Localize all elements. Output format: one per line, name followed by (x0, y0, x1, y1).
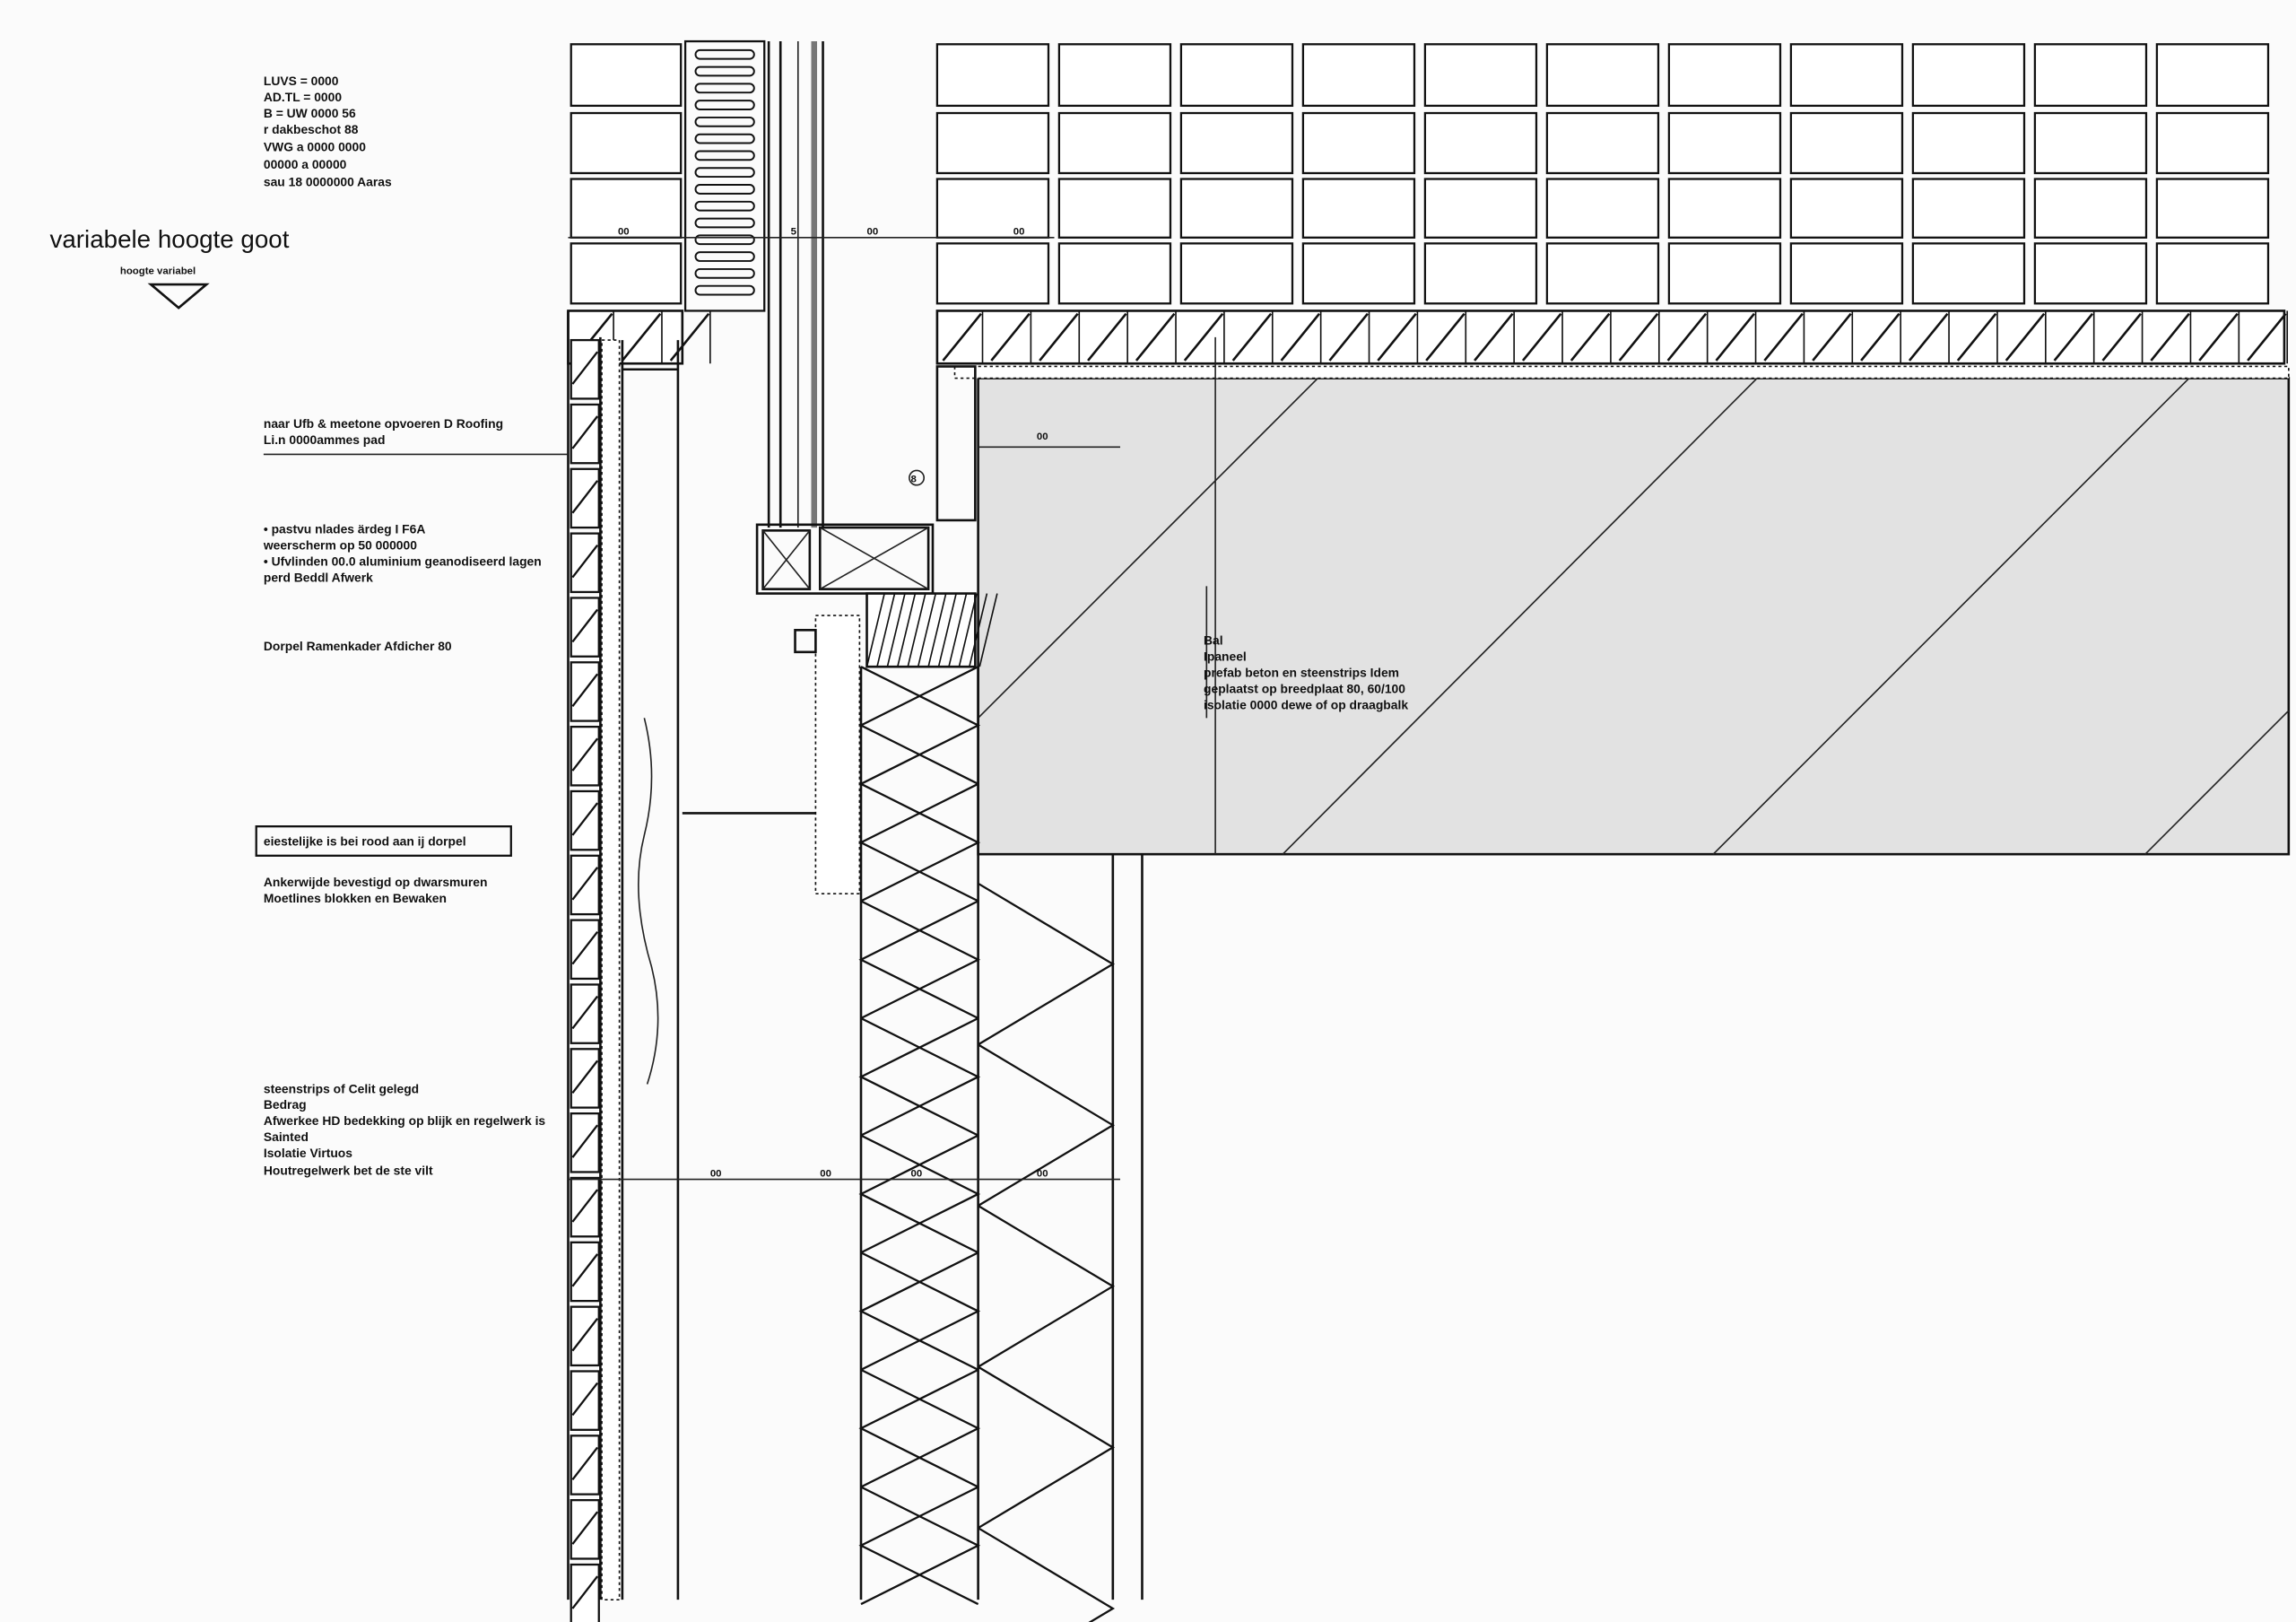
svg-text:B = UW 0000 56: B = UW 0000 56 (264, 106, 356, 120)
annotation-2: • pastvu nlades ärdeg I F6A weerscherm o… (263, 522, 542, 585)
dim-label: 00 (911, 1168, 923, 1179)
svg-text:• pastvu nlades ärdeg I F6A: • pastvu nlades ärdeg I F6A (264, 522, 425, 536)
svg-text:prefab beton en steenstrips Id: prefab beton en steenstrips Idem (1204, 666, 1399, 680)
facade-panel-grid-left (570, 43, 683, 305)
drawing-title: variabele hoogte goot (50, 225, 290, 253)
annotation-6: steenstrips of Celit gelegd Bedrag Afwer… (264, 1081, 546, 1177)
svg-text:eiestelijke is bei rood aan ij: eiestelijke is bei rood aan ij dorpel (264, 833, 466, 848)
svg-text:Isolatie Virtuos: Isolatie Virtuos (264, 1146, 352, 1160)
svg-text:sau 18 0000000 Aaras: sau 18 0000000 Aaras (264, 175, 392, 189)
dim-label: 00 (1037, 432, 1048, 442)
annotation-5: Ankerwijde bevestigd op dwarsmuren Moetl… (264, 875, 488, 905)
sill-and-studs (794, 365, 1144, 1622)
svg-text:Houtregelwerk bet de ste vilt: Houtregelwerk bet de ste vilt (264, 1164, 433, 1178)
svg-text:Moetlines blokken en Bewaken: Moetlines blokken en Bewaken (264, 891, 447, 905)
svg-text:naar Ufb & meetone opvoeren D: naar Ufb & meetone opvoeren D Roofing (264, 416, 503, 431)
brick-wall-left (567, 310, 680, 1622)
svg-text:• Ufvlinden 00.0 aluminium gea: • Ufvlinden 00.0 aluminium geanodiseerd … (264, 554, 542, 569)
svg-text:weerscherm op 50 000000: weerscherm op 50 000000 (263, 538, 417, 553)
dim-label: 00 (867, 227, 879, 238)
svg-text:00000 a 00000: 00000 a 00000 (264, 157, 347, 171)
level-triangle-icon (147, 283, 210, 310)
svg-text:Bedrag: Bedrag (264, 1097, 307, 1112)
svg-text:Li.n 0000ammes pad: Li.n 0000ammes pad (264, 432, 386, 447)
top-note: LUVS = 0000 AD.TL = 0000 B = UW 0000 56 … (264, 74, 392, 189)
window-frame (682, 41, 935, 815)
hatched-beam (567, 310, 2289, 365)
dim-label: 00 (1037, 1168, 1048, 1179)
facade-panel-grid (935, 43, 2270, 305)
dim-label: 8 (911, 474, 917, 484)
svg-text:LUVS = 0000: LUVS = 0000 (264, 74, 339, 88)
dimension-lines (263, 237, 1208, 1181)
concrete-floor-slab (953, 336, 2291, 856)
annotation-4-boxed: eiestelijke is bei rood aan ij dorpel (255, 825, 512, 857)
svg-text:Bal: Bal (1204, 633, 1223, 648)
dim-label: 00 (710, 1168, 722, 1179)
annotation-1: naar Ufb & meetone opvoeren D Roofing Li… (264, 416, 503, 447)
svg-text:VWG a 0000 0000: VWG a 0000 0000 (264, 139, 366, 153)
svg-text:Sainted: Sainted (264, 1129, 309, 1144)
svg-text:Dorpel Ramenkader Afdicher 80: Dorpel Ramenkader Afdicher 80 (264, 639, 452, 653)
svg-text:geplaatst op breedplaat 80, 60: geplaatst op breedplaat 80, 60/100 (1204, 682, 1405, 696)
svg-text:AD.TL = 0000: AD.TL = 0000 (264, 90, 342, 104)
svg-text:Afwerkee HD bedekking op blijk: Afwerkee HD bedekking op blijk en regelw… (264, 1113, 546, 1128)
svg-text:isolatie 0000 dewe of op draag: isolatie 0000 dewe of op draagbalk (1204, 698, 1408, 712)
svg-text:Ipaneel: Ipaneel (1204, 650, 1247, 664)
dim-label: 00 (618, 227, 630, 238)
dim-label: 00 (820, 1168, 831, 1179)
svg-text:Ankerwijde bevestigd op dwarsm: Ankerwijde bevestigd op dwarsmuren (264, 875, 488, 889)
annotation-3: Dorpel Ramenkader Afdicher 80 (264, 639, 452, 653)
ventilation-slots (683, 39, 766, 312)
svg-text:perd Beddl Afwerk: perd Beddl Afwerk (264, 570, 373, 584)
level-marker-label: hoogte variabel (120, 266, 196, 277)
dim-label: 5 (791, 227, 797, 238)
annotation-7: Bal Ipaneel prefab beton en steenstrips … (1204, 633, 1408, 712)
svg-text:r dakbeschot 88: r dakbeschot 88 (264, 122, 359, 136)
dim-label: 00 (1013, 227, 1025, 238)
svg-text:steenstrips of Celit gelegd: steenstrips of Celit gelegd (264, 1081, 419, 1095)
